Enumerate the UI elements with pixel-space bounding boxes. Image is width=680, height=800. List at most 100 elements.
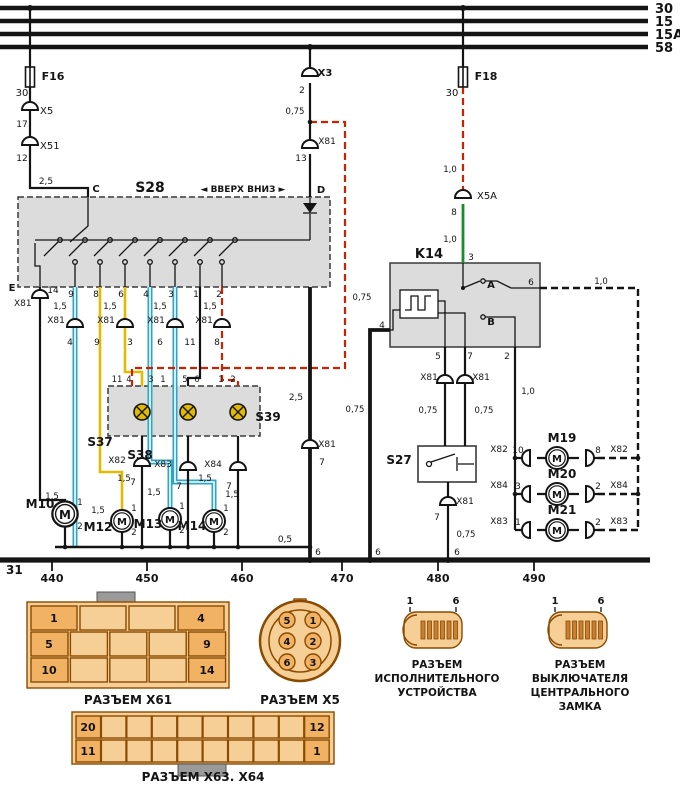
- connector-pin-number: 6: [598, 596, 605, 607]
- pin-number: 1: [179, 502, 184, 512]
- connector-actuator-drawing: [402, 607, 463, 649]
- connector-label: X81: [420, 373, 438, 383]
- connector-x83-icon: [585, 521, 595, 539]
- connector-x83-icon: [521, 521, 531, 539]
- connector-pin-number: 5: [45, 638, 53, 651]
- wire-gauge: 1,0: [443, 165, 457, 175]
- connector-pin-number: 6: [453, 596, 460, 607]
- connector-x5-icon: [21, 101, 39, 111]
- pin-number: 2: [504, 352, 510, 362]
- ruler-number: 470: [331, 572, 354, 585]
- motor-symbol-letter: M: [59, 508, 71, 522]
- k14-internal: [390, 263, 540, 347]
- ruler-number: 450: [136, 572, 159, 585]
- s28-internal-contacts: [34, 197, 317, 287]
- wire-gauge: 0,75: [457, 530, 476, 540]
- connector-pin-number: 1: [50, 612, 58, 625]
- lock-title-line1: РАЗЪЕМ: [555, 659, 606, 671]
- x63-title: РАЗЪЕМ X63. X64: [142, 770, 265, 784]
- pin-number: 6: [528, 278, 534, 288]
- pin-number: 4: [67, 338, 73, 348]
- connector-x83-icon: [179, 461, 197, 471]
- connector-pin-number: 1: [552, 596, 559, 607]
- connector-label: X81: [195, 316, 213, 326]
- connector-label: X81: [14, 299, 32, 309]
- pin-number: 2: [223, 528, 228, 538]
- connector-x81-icon: [66, 318, 84, 328]
- pin-number: 1: [218, 375, 223, 385]
- pin-number: 7: [176, 482, 182, 492]
- wire-gauge: 1,0: [594, 277, 608, 287]
- actuator-title-line2: ИСПОЛНИТЕЛЬНОГО: [375, 673, 500, 685]
- pin-number: 1: [515, 518, 521, 528]
- pin-number: 3: [148, 375, 153, 385]
- motor-symbol-letter: M: [209, 517, 219, 528]
- track-number: 30: [446, 88, 459, 99]
- connector-label: X5: [40, 106, 53, 117]
- pin-number: 7: [467, 352, 473, 362]
- wire-gauge: 0,75: [419, 406, 438, 416]
- s28-switch-block: [17, 196, 331, 288]
- fuse-f18-icon: [457, 66, 469, 88]
- x63-tab: [177, 763, 227, 777]
- diode-icon: [303, 203, 317, 213]
- f16-label: F16: [42, 70, 65, 83]
- pin-number: 4: [379, 321, 385, 331]
- bus-label-15a: 15A: [655, 28, 680, 43]
- pin-number: 5: [435, 352, 441, 362]
- connector-pin-number: 14: [199, 664, 215, 677]
- fuse-f16-icon: [24, 66, 36, 88]
- wire-gauge: 1,5: [225, 490, 239, 500]
- m10-label: M10: [26, 497, 55, 511]
- pin-number: 17: [16, 120, 27, 130]
- wire-gauge: 1,0: [443, 235, 457, 245]
- pin-number: 3: [515, 482, 521, 492]
- pin-number: 5: [182, 375, 187, 385]
- pin-number: 8: [93, 290, 99, 300]
- lock-title-line3: ЦЕНТРАЛЬНОГО: [531, 687, 630, 699]
- pin-number: 11: [184, 338, 195, 348]
- f18-label: F18: [475, 70, 498, 83]
- pin-number: 7: [130, 478, 136, 488]
- ruler-ticks: [51, 560, 535, 571]
- connector-label: X84: [204, 460, 222, 470]
- connector-label: X83: [490, 517, 508, 527]
- pin-number: 8: [451, 208, 457, 218]
- connector-pin-number: 9: [203, 638, 211, 651]
- pin-number: 1: [193, 290, 199, 300]
- wire-gauge: 2,5: [39, 177, 53, 187]
- wire-gauge: 1,5: [203, 302, 217, 312]
- track-number: 6: [375, 548, 381, 558]
- lock-title-line4: ЗАМКА: [559, 701, 603, 713]
- connector-x3-icon: [301, 67, 319, 77]
- connector-lock-drawing: [547, 607, 608, 649]
- x5-title: РАЗЪЕМ X5: [260, 693, 340, 707]
- pin-number: 11: [112, 375, 123, 385]
- connector-x81-icon: [439, 496, 457, 506]
- pin-number: 7: [434, 513, 440, 523]
- pin-number: 1: [77, 498, 82, 508]
- terminal-letter: E: [9, 283, 16, 294]
- pin-number: 2: [299, 86, 305, 96]
- actuator-title-line3: УСТРОЙСТВА: [397, 686, 477, 699]
- bus-label-31: 31: [6, 563, 23, 577]
- wire-gauge: 0,5: [278, 535, 292, 545]
- pin-number: 2: [595, 518, 601, 528]
- pin-number: 2: [179, 526, 184, 536]
- direction-label-bg: [191, 183, 297, 195]
- connector-label: X84: [490, 481, 508, 491]
- s37-label: S37: [87, 435, 112, 449]
- pin-number: 8: [214, 338, 220, 348]
- terminal-letter: D: [317, 185, 325, 196]
- connector-x5-drawing: [258, 598, 342, 683]
- track-number: 6: [454, 548, 460, 558]
- connector-label: X82: [610, 445, 628, 455]
- actuator-title-line1: РАЗЪЕМ: [412, 659, 463, 671]
- connector-x5a-icon: [454, 189, 472, 199]
- pin-number: 4: [126, 375, 131, 385]
- connector-x82-icon: [585, 449, 595, 467]
- wire-gauge: 1,5: [153, 302, 167, 312]
- bus-label-58: 58: [655, 41, 673, 56]
